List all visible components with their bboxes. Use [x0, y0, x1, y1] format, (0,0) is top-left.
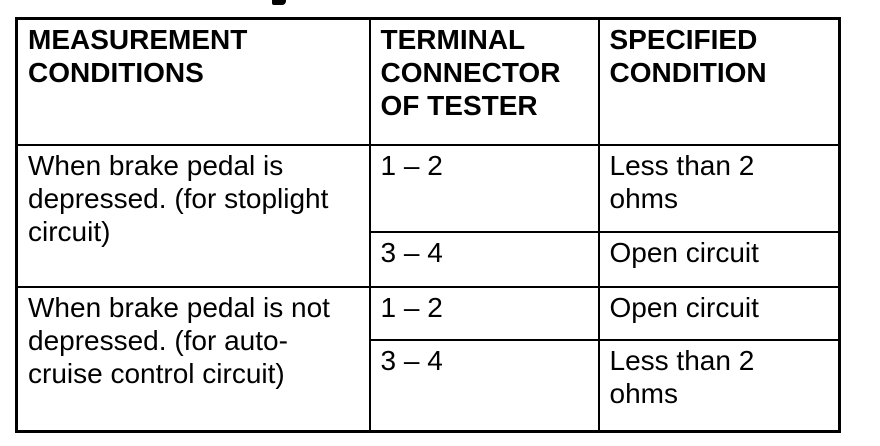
- inspection-spec-table: MEASUREMENT CONDITIONS TERMINAL CONNECTO…: [15, 17, 841, 433]
- condition-cell: Less than 2 ohms: [597, 338, 841, 433]
- terminals-cell: 1 – 2: [368, 143, 600, 233]
- table-row: 3 – 4 Less than 2 ohms: [17, 338, 841, 433]
- header-cell-measurement-conditions: MEASUREMENT CONDITIONS: [15, 17, 371, 146]
- header-cell-terminal-connector: TERMINAL CONNECTOR OF TESTER: [368, 17, 600, 146]
- measurement-cell: When brake pedal is depressed. (for stop…: [15, 143, 371, 288]
- header-cell-specified-condition: SPECIFIED CONDITION: [597, 17, 841, 146]
- header-row: MEASUREMENT CONDITIONS TERMINAL CONNECTO…: [15, 17, 841, 146]
- table-row: When brake pedal is not depressed. (for …: [15, 285, 841, 433]
- condition-cell: Less than 2 ohms: [597, 143, 841, 233]
- cropped-text-artifact: [272, 0, 286, 5]
- table-row: 3 – 4 Open circuit: [17, 230, 841, 288]
- terminals-cell: 3 – 4: [368, 230, 600, 288]
- condition-cell: Open circuit: [597, 285, 841, 341]
- condition-cell: Open circuit: [597, 230, 841, 288]
- terminals-cell: 3 – 4: [368, 338, 600, 433]
- table-row: When brake pedal is depressed. (for stop…: [15, 143, 841, 288]
- terminals-cell: 1 – 2: [368, 285, 600, 341]
- measurement-cell: When brake pedal is not depressed. (for …: [15, 285, 371, 433]
